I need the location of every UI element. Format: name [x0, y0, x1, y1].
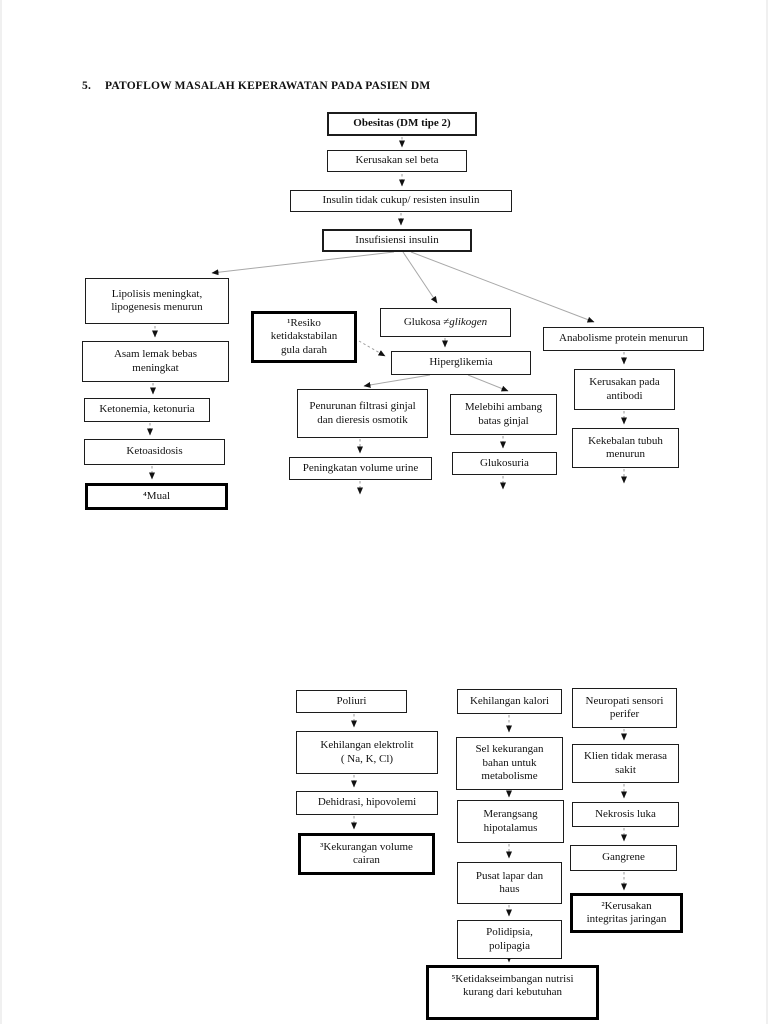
node-nekrosis-luka: Nekrosis luka: [572, 802, 679, 827]
node-kekebalan-tubuh: Kekebalan tubuh menurun: [572, 428, 679, 468]
page-title-number: 5.: [82, 80, 92, 92]
node-kerusakan-integritas-jaringan: ²Kerusakan integritas jaringan: [570, 893, 683, 933]
glukosa-label: Glukosa ≠: [403, 315, 450, 328]
node-kerusakan-sel-beta: Kerusakan sel beta: [327, 150, 467, 172]
node-dehidrasi-hipovolemi: Dehidrasi, hipovolemi: [296, 791, 438, 815]
node-lipolisis: Lipolisis meningkat, lipogenesis menurun: [85, 278, 229, 324]
page-title-text: PATOFLOW MASALAH KEPERAWATAN PADA PASIEN…: [105, 80, 431, 92]
node-mual: ⁴Mual: [85, 483, 228, 510]
node-ketoasidosis: Ketoasidosis: [84, 439, 225, 465]
node-poliuri: Poliuri: [296, 690, 407, 713]
node-insulin-tidak-cukup: Insulin tidak cukup/ resisten insulin: [290, 190, 512, 212]
node-hiperglikemia: Hiperglikemia: [391, 351, 531, 375]
page-title: 5. PATOFLOW MASALAH KEPERAWATAN PADA PASI…: [82, 80, 430, 92]
node-polidipsia-polipagia: Polidipsia, polipagia: [457, 920, 562, 959]
node-obesitas: Obesitas (DM tipe 2): [327, 112, 477, 136]
node-melebihi-ambang: Melebihi ambang batas ginjal: [450, 394, 557, 435]
node-glukosa-glikogen: Glukosa ≠glikogen: [380, 308, 511, 337]
node-kerusakan-antibodi: Kerusakan pada antibodi: [574, 369, 675, 410]
node-neuropati-sensori: Neuropati sensori perifer: [572, 688, 677, 728]
node-kehilangan-elektrolit: Kehilangan elektrolit ( Na, K, Cl): [296, 731, 438, 774]
node-merangsang-hipotalamus: Merangsang hipotalamus: [457, 800, 564, 843]
node-insufisiensi-insulin: Insufisiensi insulin: [322, 229, 472, 252]
glikogen-italic-label: glikogen: [449, 315, 488, 328]
node-kekurangan-volume-cairan: ³Kekurangan volume cairan: [298, 833, 435, 875]
node-sel-kekurangan: Sel kekurangan bahan untuk metabolisme: [456, 737, 563, 790]
node-klien-tidak-merasa-sakit: Klien tidak merasa sakit: [572, 744, 679, 783]
node-kehilangan-kalori: Kehilangan kalori: [457, 689, 562, 714]
node-asam-lemak-bebas: Asam lemak bebas meningkat: [82, 341, 229, 382]
node-peningkatan-volume-urine: Peningkatan volume urine: [289, 457, 432, 480]
node-ketonemia-ketonuria: Ketonemia, ketonuria: [84, 398, 210, 422]
node-gangrene: Gangrene: [570, 845, 677, 871]
node-anabolisme-protein: Anabolisme protein menurun: [543, 327, 704, 351]
node-pusat-lapar-haus: Pusat lapar dan haus: [457, 862, 562, 904]
node-resiko-ketidakstabilan-gula-darah: ¹Resiko ketidakstabilan gula darah: [251, 311, 357, 363]
node-penurunan-filtrasi: Penurunan filtrasi ginjal dan dieresis o…: [297, 389, 428, 438]
node-ketidakseimbangan-nutrisi: ⁵Ketidakseimbangan nutrisi kurang dari k…: [426, 965, 599, 1020]
node-glukosuria: Glukosuria: [452, 452, 557, 475]
